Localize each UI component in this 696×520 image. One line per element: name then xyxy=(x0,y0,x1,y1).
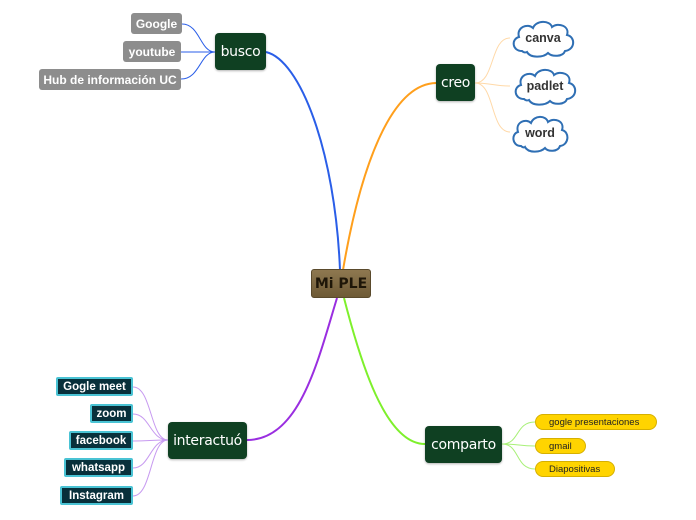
connector-interactuo xyxy=(246,297,338,441)
topic-canva-label: canva xyxy=(525,31,561,45)
topic-padlet[interactable]: padlet xyxy=(510,65,580,107)
branch-comparto[interactable]: comparto xyxy=(425,426,502,463)
topic-youtube[interactable]: youtube xyxy=(123,41,181,62)
topic-canva[interactable]: canva xyxy=(508,17,578,59)
cloud-shape-icon xyxy=(512,115,569,153)
branch-interactuo[interactable]: interactuó xyxy=(168,422,247,459)
topic-zoom[interactable]: zoom xyxy=(90,404,133,423)
cloud-shape-icon xyxy=(514,68,577,106)
connector-comparto xyxy=(343,297,426,445)
branch-busco[interactable]: busco xyxy=(215,33,266,70)
connector-busco xyxy=(265,51,341,271)
connector-creo xyxy=(342,82,437,271)
topic-padlet-label: padlet xyxy=(526,79,564,93)
topic-gogle-presentaciones[interactable]: gogle presentaciones xyxy=(535,414,657,430)
topic-facebook[interactable]: facebook xyxy=(69,431,133,450)
topic-instagram[interactable]: Instagram xyxy=(60,486,133,505)
branch-creo[interactable]: creo xyxy=(436,64,475,101)
topic-diapositivas[interactable]: Diapositivas xyxy=(535,461,615,477)
topic-word[interactable]: word xyxy=(508,112,572,154)
topic-whatsapp[interactable]: whatsapp xyxy=(64,458,133,477)
cloud-shape-icon xyxy=(512,20,575,58)
topic-gmail[interactable]: gmail xyxy=(535,438,586,454)
topic-hub-uc[interactable]: Hub de información UC xyxy=(39,69,181,90)
topic-gogle-meet[interactable]: Gogle meet xyxy=(56,377,133,396)
central-topic[interactable]: Mi PLE xyxy=(311,269,371,298)
topic-word-label: word xyxy=(525,126,555,140)
topic-google[interactable]: Google xyxy=(131,13,182,34)
